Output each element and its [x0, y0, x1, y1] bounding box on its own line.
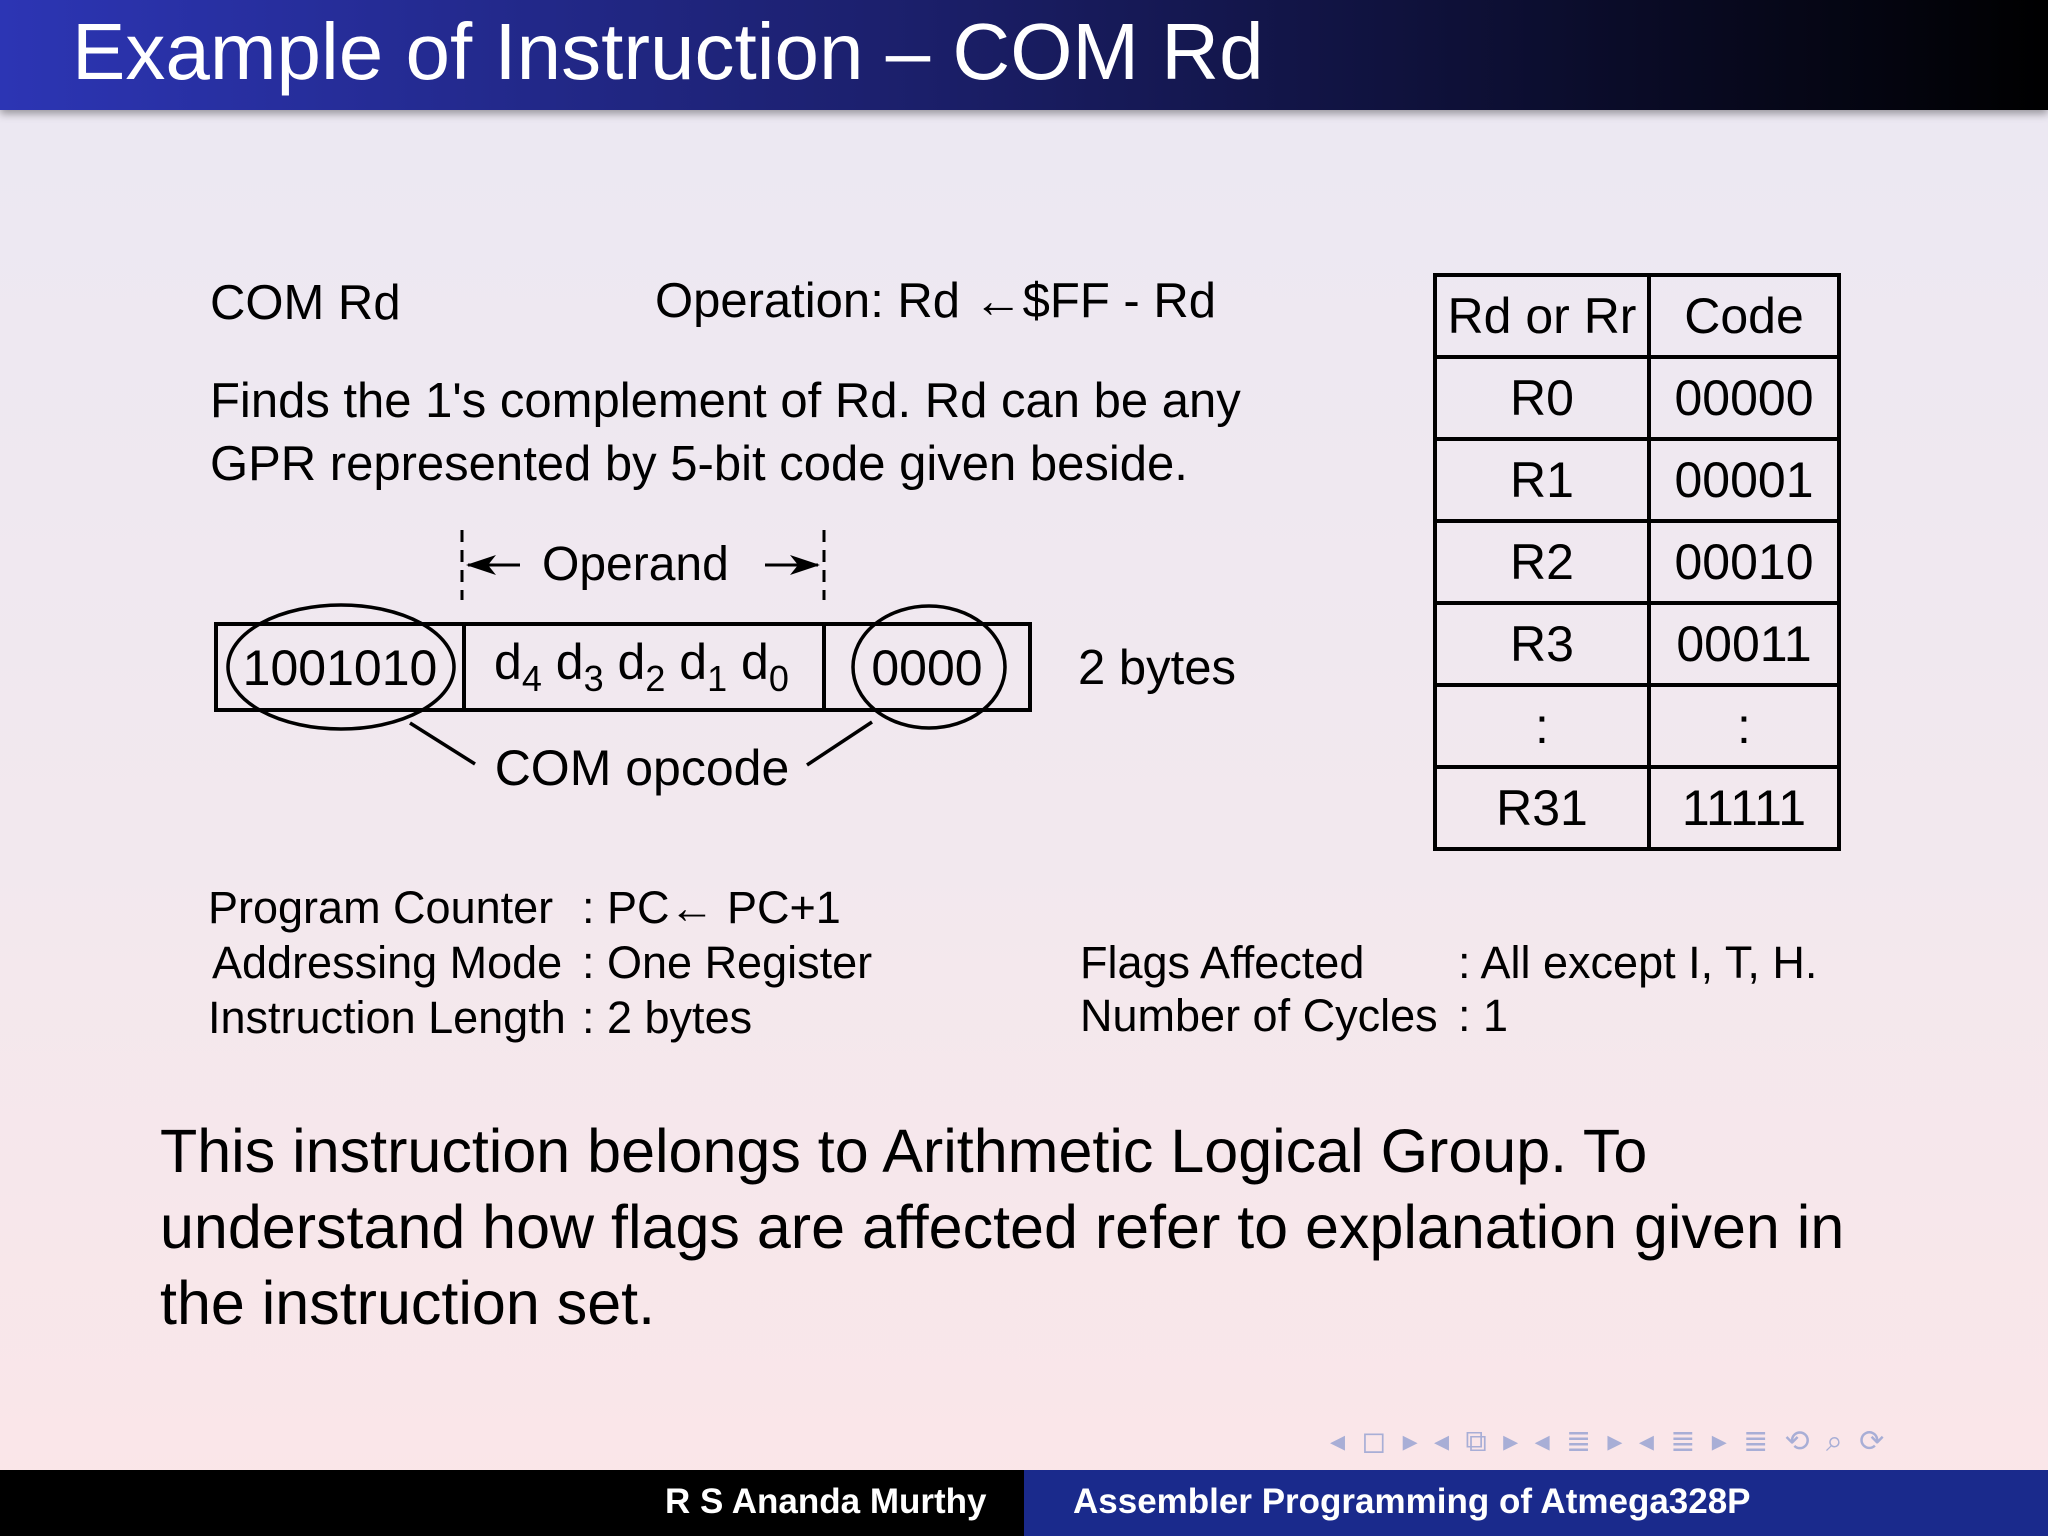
operand-right-arrowhead — [790, 555, 820, 575]
addressing-mode-value: : One Register — [582, 937, 873, 988]
table-row: R2 00010 — [1433, 519, 1841, 605]
description-line-2: GPR represented by 5-bit code given besi… — [210, 437, 1188, 491]
code-cell: 00000 — [1647, 355, 1841, 441]
com-opcode-label: COM opcode — [495, 740, 790, 796]
operand-label: Operand — [542, 538, 729, 591]
code-cell: 00010 — [1647, 519, 1841, 605]
register-cell: R3 — [1433, 601, 1651, 687]
table-row: R31 11111 — [1433, 765, 1841, 851]
title-bar: Example of Instruction – COM Rd — [0, 0, 2048, 110]
cycles-value: : 1 — [1458, 990, 1509, 1041]
column-header-code: Code — [1647, 273, 1841, 359]
register-cell: R1 — [1433, 437, 1651, 523]
opcode-high-ellipse — [226, 603, 456, 731]
instruction-length-label: Instruction Length — [208, 992, 566, 1043]
opcode-low-ellipse — [851, 604, 1007, 730]
flags-affected-value: : All except I, T, H. — [1458, 937, 1818, 988]
footer-left-panel: R S Ananda Murthy — [0, 1470, 1024, 1536]
program-counter-label: Program Counter — [208, 882, 554, 933]
opcode-field-high: 1001010 — [243, 640, 438, 696]
footer-author: R S Ananda Murthy — [665, 1482, 987, 1521]
footer-bar: R S Ananda Murthy Assembler Programming … — [0, 1470, 2048, 1536]
encoding-box — [214, 622, 1032, 712]
register-cell: R2 — [1433, 519, 1651, 605]
table-row: : : — [1433, 683, 1841, 769]
program-counter-value: : PC← PC+1 — [582, 882, 841, 933]
opcode-pointer-left — [409, 721, 476, 766]
instruction-mnemonic: COM Rd — [210, 276, 401, 330]
footer-right-panel: Assembler Programming of Atmega328P — [1024, 1470, 2048, 1536]
slide-navigation-controls[interactable]: ◂ ◻ ▸ ◂ ⧉ ▸ ◂ ≣ ▸ ◂ ≣ ▸ ≣ ⟲ ⌕ ⟳ — [1330, 1425, 1889, 1458]
slide-title: Example of Instruction – COM Rd — [72, 7, 1264, 96]
opcode-field-low: 0000 — [871, 640, 982, 696]
code-cell: 00011 — [1647, 601, 1841, 687]
column-header-register: Rd or Rr — [1433, 273, 1651, 359]
instruction-encoding-diagram: Operand 1001010 d4 d3 d2 d1 d0 0000 COM … — [214, 530, 1032, 796]
table-row: R0 00000 — [1433, 355, 1841, 441]
code-cell: 11111 — [1647, 765, 1841, 851]
instruction-operation: Operation: Rd ←$FF - Rd — [655, 274, 1216, 328]
cycles-label: Number of Cycles — [1080, 990, 1438, 1041]
table-row: R3 00011 — [1433, 601, 1841, 687]
flags-affected-label: Flags Affected — [1080, 937, 1365, 988]
opcode-pointer-right — [806, 720, 873, 767]
register-code-table: Rd or Rr Code R0 00000 R1 00001 R2 00010… — [1433, 273, 1841, 851]
code-cell: 00001 — [1647, 437, 1841, 523]
description-line-1: Finds the 1's complement of Rd. Rd can b… — [210, 374, 1241, 428]
table-row: R1 00001 — [1433, 437, 1841, 523]
group-note: This instruction belongs to Arithmetic L… — [160, 1117, 1845, 1337]
operand-left-arrowhead — [466, 555, 496, 575]
instruction-length-value: : 2 bytes — [582, 992, 753, 1043]
register-cell: R31 — [1433, 765, 1651, 851]
register-cell: : — [1433, 683, 1651, 769]
code-cell: : — [1647, 683, 1841, 769]
encoding-size: 2 bytes — [1078, 641, 1236, 695]
addressing-mode-label: Addressing Mode — [212, 937, 563, 988]
footer-course: Assembler Programming of Atmega328P — [1073, 1482, 1751, 1521]
table-header-row: Rd or Rr Code — [1433, 273, 1841, 359]
destination-bits: d4 d3 d2 d1 d0 — [494, 634, 789, 702]
register-cell: R0 — [1433, 355, 1651, 441]
